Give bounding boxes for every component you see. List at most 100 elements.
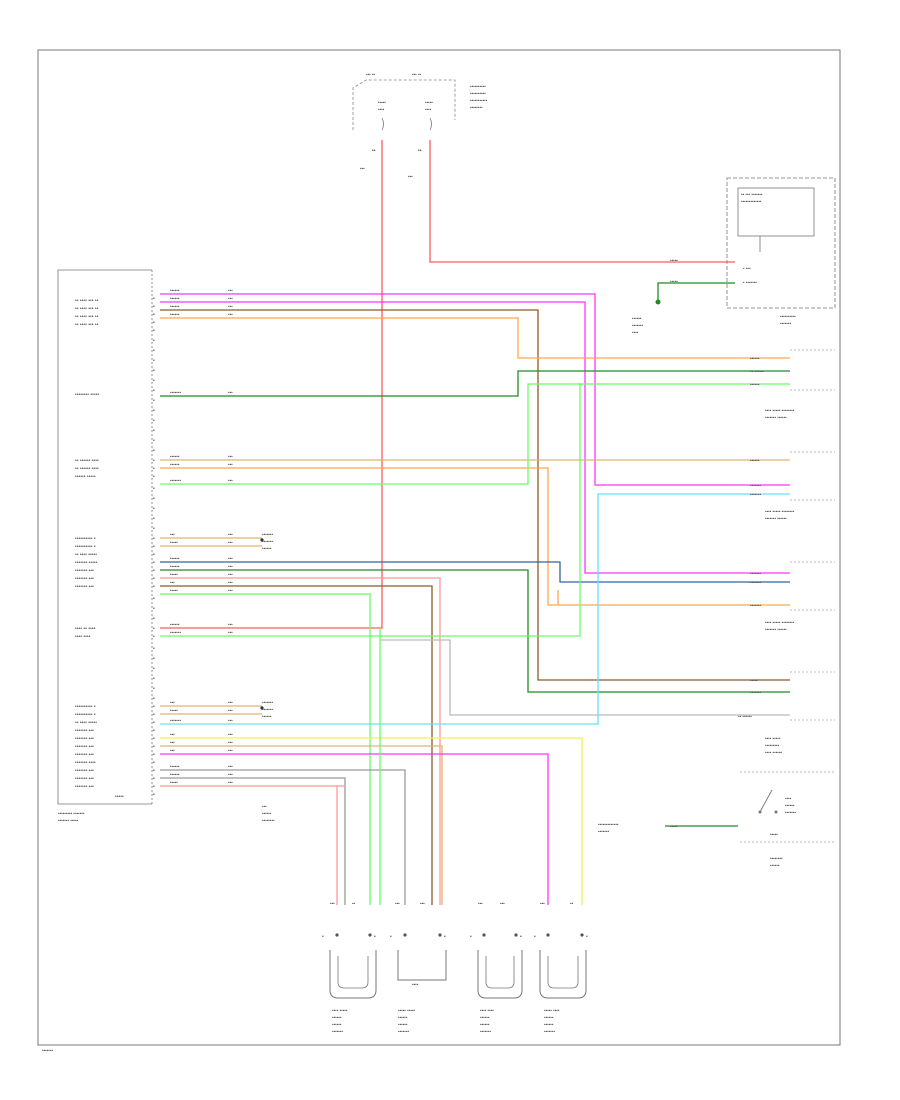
svg-text:•••• ••••• ••••••••: •••• ••••• ••••••••	[765, 620, 795, 625]
svg-text:•••: •••	[228, 312, 233, 317]
svg-text:•• •••••• ••••: •• •••••• ••••	[75, 458, 99, 464]
svg-text:••••••: ••••••	[480, 1022, 490, 1027]
svg-text:•••••: •••••	[378, 100, 386, 105]
svg-text:•: •	[374, 934, 376, 940]
svg-text:•••••••: •••••••	[544, 1029, 555, 1034]
svg-text:•••••••: •••••••	[598, 829, 609, 834]
svg-text:••••••: ••••••	[262, 811, 272, 816]
svg-text:•: •	[153, 760, 155, 766]
svg-text:••••••: ••••••	[770, 863, 780, 868]
wire-dkgreen-1	[160, 370, 790, 397]
svg-text:•: •	[153, 496, 155, 502]
svg-text:•: •	[153, 616, 155, 622]
svg-text:••• ••: ••• ••	[366, 72, 376, 77]
svg-text:•: •	[153, 744, 155, 750]
svg-text:•: •	[153, 486, 155, 492]
svg-text:•: •	[153, 736, 155, 742]
svg-text:•••: •••	[228, 564, 233, 569]
svg-text:•: •	[153, 536, 155, 542]
svg-text:•: •	[153, 312, 155, 318]
svg-text:•• •••• ••• ••: •• •••• ••• ••	[75, 306, 99, 312]
wire-gray-3	[380, 639, 790, 716]
svg-text:•••••: •••••	[670, 279, 678, 284]
svg-text:•••••••: •••••••	[750, 580, 761, 585]
svg-text:•: •	[153, 776, 155, 782]
svg-text:•••••: •••••	[170, 708, 178, 713]
svg-text:•••• ••••: •••• ••••	[75, 634, 91, 640]
svg-text:•••: •••	[170, 740, 175, 745]
svg-text:••••••••: ••••••••	[770, 856, 783, 861]
svg-text:••: ••	[372, 148, 376, 154]
svg-text:•••: •••	[228, 288, 233, 293]
svg-text:•••••: •••••	[770, 832, 778, 837]
svg-text:••••: ••••	[378, 107, 385, 112]
actuators: ••• •• •• •••• ••••• •••••• •••••• •••••…	[322, 901, 588, 1034]
svg-text:•••••: •••••	[750, 678, 758, 683]
svg-text:•: •	[153, 338, 155, 344]
svg-text:••••••• •••: ••••••• •••	[75, 744, 94, 750]
svg-text:•: •	[153, 696, 155, 702]
svg-text:•: •	[153, 584, 155, 590]
svg-text:••••••: ••••••	[632, 316, 642, 321]
svg-text:••••••: ••••••	[332, 1022, 342, 1027]
svg-text:••••••• ••••: ••••••• ••••	[75, 760, 96, 766]
svg-text:•: •	[322, 934, 324, 940]
wire-orange-1	[160, 317, 790, 359]
svg-text:•••: •••	[262, 804, 267, 809]
svg-text:•••: •••	[228, 718, 233, 723]
lf-actuator: ••• •• •• •••• ••••• •••••• •••••• •••••…	[322, 901, 377, 1034]
svg-text:•••: •••	[228, 772, 233, 777]
wire-red-1	[160, 140, 383, 629]
svg-text:•••••••: •••••••	[262, 532, 273, 537]
svg-text:•••: •••	[228, 780, 233, 785]
svg-text:••••••• •••: ••••••• •••	[75, 584, 94, 590]
svg-text:•••• ••••• ••••••••: •••• ••••• ••••••••	[765, 509, 795, 514]
svg-text:•: •	[153, 506, 155, 512]
svg-text:•••••••: •••••••	[750, 571, 761, 576]
svg-text:•••••••••: •••••••••	[765, 743, 780, 748]
svg-text:•••••: •••••	[115, 794, 124, 800]
svg-text:•: •	[153, 328, 155, 334]
svg-text:••••••: ••••••	[170, 312, 180, 317]
svg-text:•••••: •••••	[170, 572, 178, 577]
svg-text:•: •	[153, 704, 155, 710]
svg-text:•: •	[153, 296, 155, 302]
svg-text:••••••: ••••••	[170, 288, 180, 293]
svg-text:•••••••: •••••••	[480, 1029, 491, 1034]
wire-labels: ••••••••• ••••••••• ••••••••• ••••••••• …	[170, 258, 678, 829]
svg-text:••••• •••••: ••••• •••••	[398, 1008, 415, 1013]
svg-text:•••••••••• •: •••••••••• •	[75, 536, 96, 542]
svg-text:••••••: ••••••	[398, 1022, 408, 1027]
svg-text:•: •	[153, 388, 155, 394]
wire-gray-2	[160, 777, 346, 905]
svg-text:••••••: ••••••	[750, 458, 760, 463]
svg-text:•: •	[586, 934, 588, 940]
svg-text:•: •	[153, 676, 155, 682]
svg-text:•••: •••	[228, 572, 233, 577]
wire-ltgreen-3	[160, 383, 581, 637]
svg-text:•••: •••	[228, 622, 233, 627]
svg-text:••••••: ••••••	[170, 556, 180, 561]
svg-text:•• •••• ••• ••: •• •••• ••• ••	[75, 322, 99, 328]
svg-text:•: •	[153, 626, 155, 632]
wire-orange-2	[160, 467, 790, 606]
svg-text:•• ••••••: •• ••••••	[750, 369, 764, 374]
svg-text:••••••• •••: ••••••• •••	[75, 752, 94, 758]
svg-text:••••: ••••	[425, 107, 432, 112]
svg-text:•••••••: •••••••	[785, 810, 796, 815]
svg-text:•••• •• ••••: •••• •• ••••	[75, 626, 96, 632]
svg-text:•••: •••	[228, 748, 233, 753]
svg-text:•: •	[153, 596, 155, 602]
wire-magenta-1	[160, 293, 790, 486]
svg-text:•••••••: •••••••	[780, 321, 791, 326]
svg-text:•••: •••	[228, 532, 233, 537]
svg-text:•••: •••	[228, 630, 233, 635]
svg-text:•••••••••••••: •••••••••••••	[741, 199, 762, 204]
suspension-control-module: •• •••• ••• •• •• •••• ••• •• •• •••• ••…	[57, 269, 155, 823]
svg-text:•: •	[153, 474, 155, 480]
svg-text:•••••: •••••	[425, 100, 433, 105]
svg-text:••••••• •••: ••••••• •••	[75, 728, 94, 734]
svg-text:•: •	[153, 368, 155, 374]
junction-dots	[260, 538, 264, 710]
svg-text:••••••••: ••••••••	[262, 818, 275, 823]
